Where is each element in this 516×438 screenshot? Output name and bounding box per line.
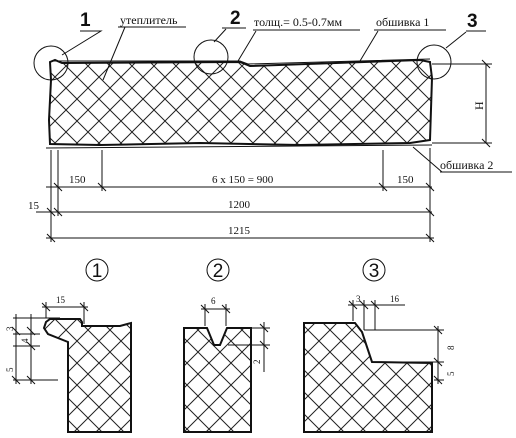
dim-total-width: 1215	[228, 225, 251, 237]
dim-left-margin: 150	[69, 174, 86, 186]
detail-1-h-top: 3	[5, 326, 15, 331]
dimension-lines	[36, 148, 435, 243]
leader-marker-3	[445, 30, 486, 49]
height-dimension: H	[432, 59, 492, 148]
detail-3	[303, 300, 444, 433]
detail-2-depth: 2	[252, 360, 262, 365]
detail-1	[11, 302, 132, 433]
detail-3-width: 16	[390, 294, 400, 304]
panel-body	[47, 58, 434, 147]
detail-title-3: 3	[369, 261, 380, 282]
detail-3-bottom: 5	[446, 371, 456, 376]
sheathing-top-line	[52, 58, 431, 65]
callout-marker-1: 1	[80, 10, 91, 31]
callout-marker-3: 3	[467, 11, 478, 32]
detail-2-width: 6	[211, 296, 216, 306]
leader-insulation	[102, 26, 186, 81]
detail-title-1: 1	[92, 261, 103, 282]
detail-title-circle-2	[206, 258, 230, 282]
detail-1-h-mid: 4	[20, 338, 30, 343]
detail-title-circle-3	[362, 258, 386, 282]
detail-3-body	[303, 322, 433, 433]
detail-title-circle-1	[85, 258, 109, 282]
dim-middle-span: 6 x 150 = 900	[212, 174, 274, 186]
dim-panel-width: 1200	[228, 199, 251, 211]
sheathing-2-label: обшивка 2	[440, 158, 493, 172]
detail-1-body	[42, 318, 132, 433]
main-panel	[45, 58, 434, 149]
detail-2	[183, 304, 270, 433]
height-label: H	[472, 101, 486, 110]
dim-offset: 15	[28, 200, 40, 212]
detail-circle-1	[33, 45, 69, 81]
leader-marker-1	[61, 30, 103, 56]
detail-3-height: 8	[446, 345, 456, 350]
leader-thickness	[237, 29, 360, 62]
sheathing-1-label: обшивка 1	[376, 15, 429, 29]
detail-circle-3	[416, 44, 452, 80]
leader-marker-2	[213, 27, 246, 43]
detail-1-width: 15	[56, 295, 66, 305]
insulation-label: утеплитель	[120, 13, 178, 27]
leader-sheathing-1	[359, 29, 446, 62]
sheathing-bottom-line	[45, 144, 433, 149]
detail-circle-2	[193, 39, 229, 75]
detail-2-body	[183, 327, 252, 433]
dim-right-margin: 150	[397, 174, 414, 186]
thickness-label: толщ.= 0.5-0.7мм	[254, 15, 343, 29]
detail-3-step: 3	[356, 294, 361, 304]
leader-sheathing-2	[412, 146, 512, 173]
detail-title-2: 2	[213, 261, 224, 282]
callout-marker-2: 2	[230, 8, 241, 29]
detail-1-h-bottom: 5	[5, 367, 15, 372]
